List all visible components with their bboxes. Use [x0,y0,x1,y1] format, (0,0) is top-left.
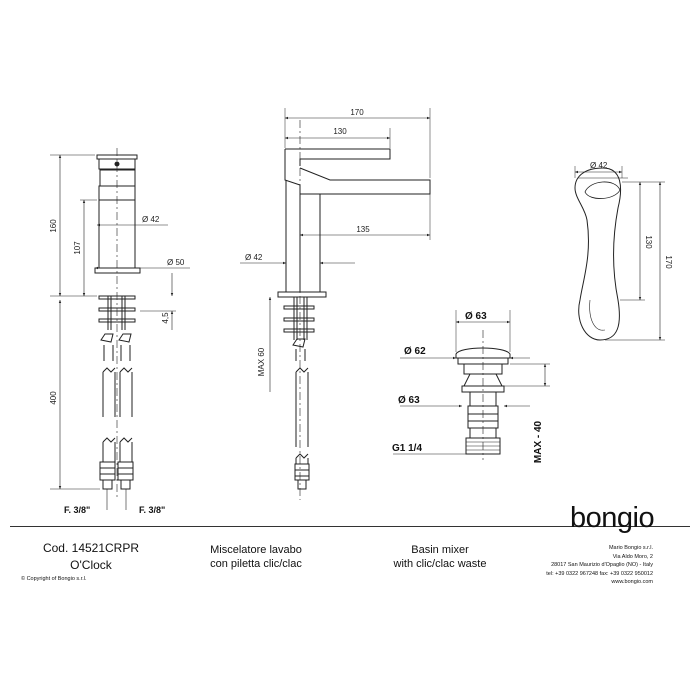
dim-top-overall: 170 [664,255,673,269]
dim-fix-height: 4,5 [161,312,170,324]
side-view-labels: 170 130 135 Ø 42 MAX 60 [245,108,370,376]
description-it-line-2: con piletta clic/clac [210,558,302,570]
dim-overall-length: 170 [350,108,364,117]
connection-left-label: F. 3/8" [64,505,90,515]
description-it-line-1: Miscelatore lavabo [210,544,302,556]
dim-waste-thread: G1 1/4 [392,443,422,454]
waste-labels: Ø 63 Ø 62 Ø 63 G1 1/4 MAX - 40 [392,311,544,463]
dim-spout-length: 130 [333,127,347,136]
dim-waste-cap: Ø 62 [404,346,426,357]
company-name: Mario Bongio s.r.l. [608,545,653,551]
connection-right-label: F. 3/8" [139,505,165,515]
copyright-text: © Copyright of Bongio s.r.l. [21,576,87,582]
product-code-block: Cod. 14521CRPR O'Clock [30,540,152,574]
dim-side-diam: Ø 42 [245,253,263,262]
dim-handle-length: 130 [644,235,653,249]
description-english: Basin mixer with clic/clac waste [390,543,490,571]
front-view [50,148,190,510]
top-view [574,166,665,341]
dim-waste-flange: Ø 63 [398,395,420,406]
company-website: www.bongio.com [611,579,653,586]
dim-waste-max: MAX - 40 [533,420,544,463]
product-name: O'Clock [70,558,112,572]
dim-max-thickness: MAX 60 [257,347,266,376]
dim-top-diam: Ø 42 [590,161,608,170]
description-en-line-1: Basin mixer [411,544,469,556]
company-info: Mario Bongio s.r.l. Via Aldo Moro, 2 280… [546,544,653,587]
dim-total-height: 160 [49,219,58,233]
description-italian: Miscelatore lavabo con piletta clic/clac [200,543,312,571]
description-en-line-2: with clic/clac waste [393,558,487,570]
company-street: Via Aldo Moro, 2 [612,553,653,560]
company-phone-fax: tel: +39 0322 967248 fax: +39 0322 95001… [546,570,653,577]
footer-divider [10,526,690,527]
dim-body-height: 107 [73,241,82,255]
top-view-labels: Ø 42 130 170 [590,161,673,269]
dim-reach: 135 [356,225,370,234]
front-view-labels: 160 107 Ø 42 Ø 50 4,5 400 F. 3/8" F. 3/8… [49,215,185,515]
dim-diam-base: Ø 50 [167,258,185,267]
product-code: Cod. 14521CRPR [42,541,140,555]
dim-hose-length: 400 [49,391,58,405]
dim-diam-body: Ø 42 [142,215,160,224]
company-city: 28017 San Maurizio d'Opaglio (NO) - Ital… [551,562,653,569]
dim-waste-top: Ø 63 [465,311,487,322]
side-view [240,108,431,500]
bongio-logo: bongio [570,502,655,534]
waste-view [393,310,550,460]
